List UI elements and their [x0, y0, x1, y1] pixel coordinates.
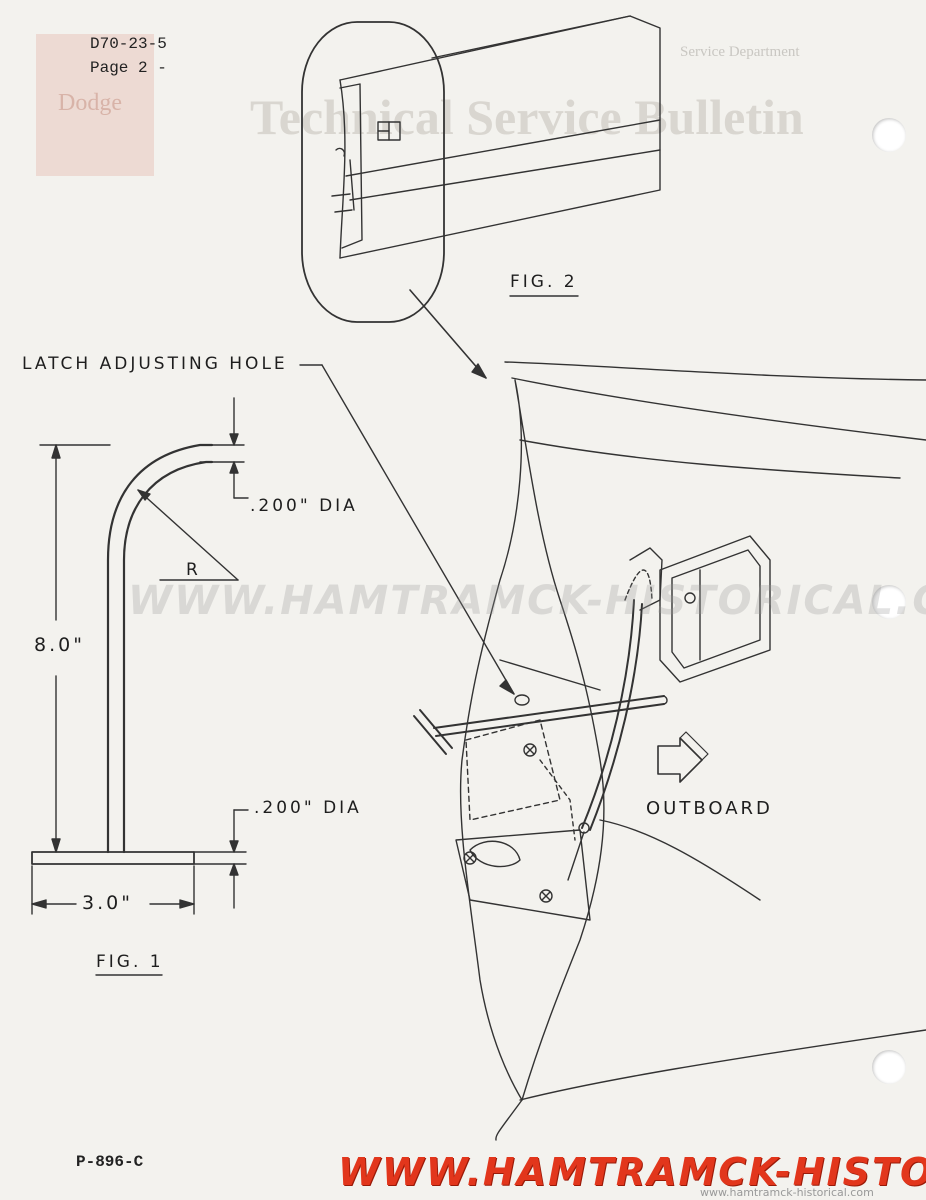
page-number: Page 2 - — [90, 59, 167, 77]
fig2-inset — [301, 15, 661, 379]
watermark-center: WWW.HAMTRAMCK-HISTORICAL.COM — [128, 578, 926, 624]
binder-hole-bottom — [872, 1050, 906, 1084]
binder-hole-top — [872, 118, 906, 152]
brand-logo — [36, 34, 154, 176]
fig2-label: FIG. 2 — [510, 272, 578, 292]
dia-top-label: .200" DIA — [250, 496, 358, 516]
dia-bottom-label: .200" DIA — [254, 798, 362, 818]
radius-label: R — [186, 560, 201, 580]
form-code: P-896-C — [76, 1153, 144, 1171]
latch-hole-callout: LATCH ADJUSTING HOLE — [22, 354, 288, 374]
watermark-small: www.hamtramck-historical.com — [700, 1186, 874, 1199]
binder-hole-middle — [872, 585, 906, 619]
doc-number: D70-23-5 — [90, 35, 167, 53]
fig2-door — [299, 361, 926, 1141]
width-label: 3.0" — [82, 892, 133, 914]
watermark-bottom: WWW.HAMTRAMCK-HISTORICAL.COM — [338, 1150, 926, 1194]
outboard-label: OUTBOARD — [646, 798, 773, 819]
fig1-label: FIG. 1 — [96, 952, 164, 972]
height-label: 8.0" — [34, 634, 85, 656]
bleed-department: Service Department — [680, 44, 800, 60]
fig1-tool — [31, 295, 579, 976]
bleed-brand: Dodge — [58, 90, 122, 116]
